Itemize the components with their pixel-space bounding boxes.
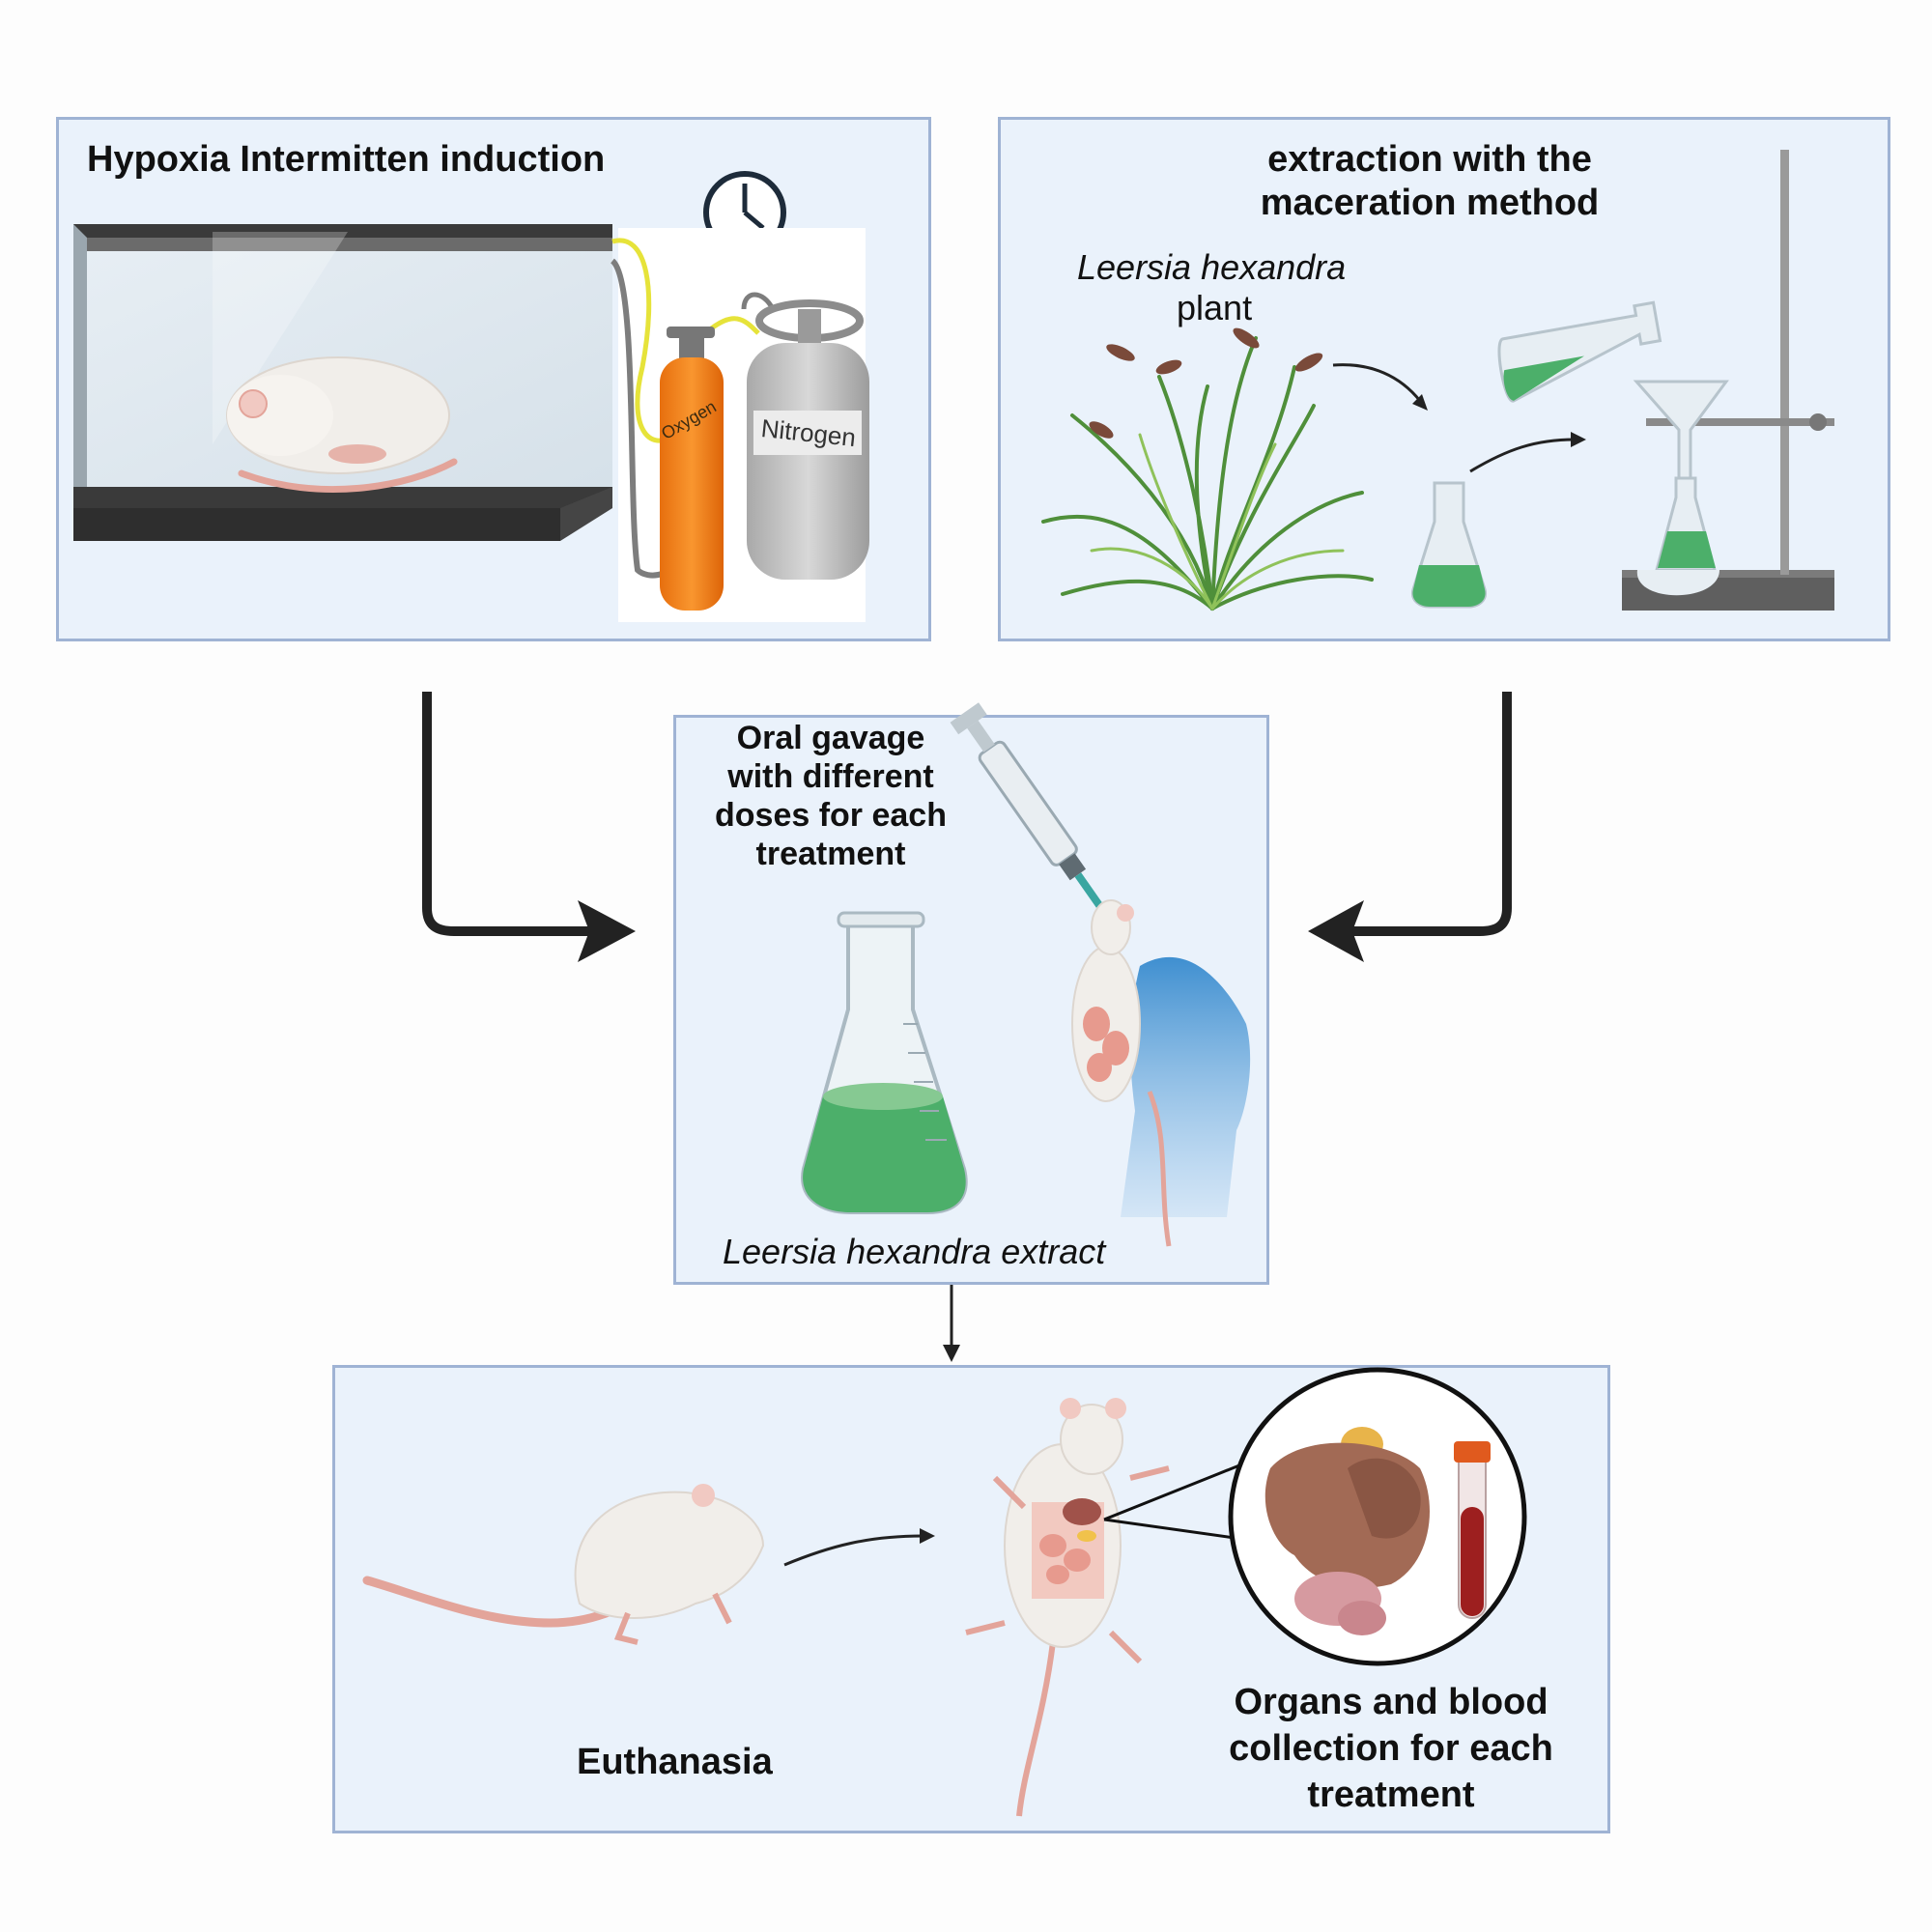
small-flask-icon <box>1410 481 1488 609</box>
extraction-arrowheads <box>1412 394 1586 447</box>
extraction-arrow-icons <box>1332 363 1576 473</box>
rat-in-chamber-icon <box>226 356 458 494</box>
grass-plant-icon <box>1041 327 1374 611</box>
gloved-hand-icon <box>1121 956 1251 1217</box>
gavage-line1: Oral gavage <box>736 720 925 756</box>
collection-line3: treatment <box>1307 1775 1475 1815</box>
organs-callout-icon <box>1228 1367 1527 1666</box>
plant-name-label: Leersia hexandra <box>1077 247 1347 287</box>
walking-rat-icon <box>362 1484 765 1645</box>
gavage-rat-icon <box>1071 899 1172 1247</box>
collection-line1: Organs and blood <box>1234 1682 1548 1722</box>
arrow-center-to-bottom <box>943 1285 960 1362</box>
dissected-rat-icon <box>965 1398 1170 1817</box>
hypoxia-title: Hypoxia Intermitten induction <box>87 139 606 180</box>
euthanasia-arrow-icon <box>783 1528 935 1567</box>
extraction-title-line2: maceration method <box>1260 183 1600 223</box>
plant-label: plant <box>1177 288 1253 327</box>
gavage-line2: with different <box>727 758 934 795</box>
euthanasia-label: Euthanasia <box>577 1742 773 1782</box>
filtration-stand-icon <box>1622 150 1834 611</box>
arrow-right-to-center <box>1308 692 1512 962</box>
oxygen-cylinder-icon: Oxygen <box>658 327 724 611</box>
gavage-line3: doses for each <box>715 797 947 834</box>
gavage-line4: treatment <box>755 836 906 872</box>
arrow-left-to-center <box>422 692 636 962</box>
zoom-lines <box>1103 1463 1240 1540</box>
nitrogen-cylinder-icon: Nitrogen <box>747 299 869 580</box>
collection-line2: collection for each <box>1229 1728 1553 1769</box>
extract-label: Leersia hexandra extract <box>723 1232 1106 1271</box>
tilted-flask-icon <box>1497 300 1662 403</box>
extraction-title-line1: extraction with the <box>1267 139 1592 180</box>
extract-flask-icon <box>801 911 968 1214</box>
